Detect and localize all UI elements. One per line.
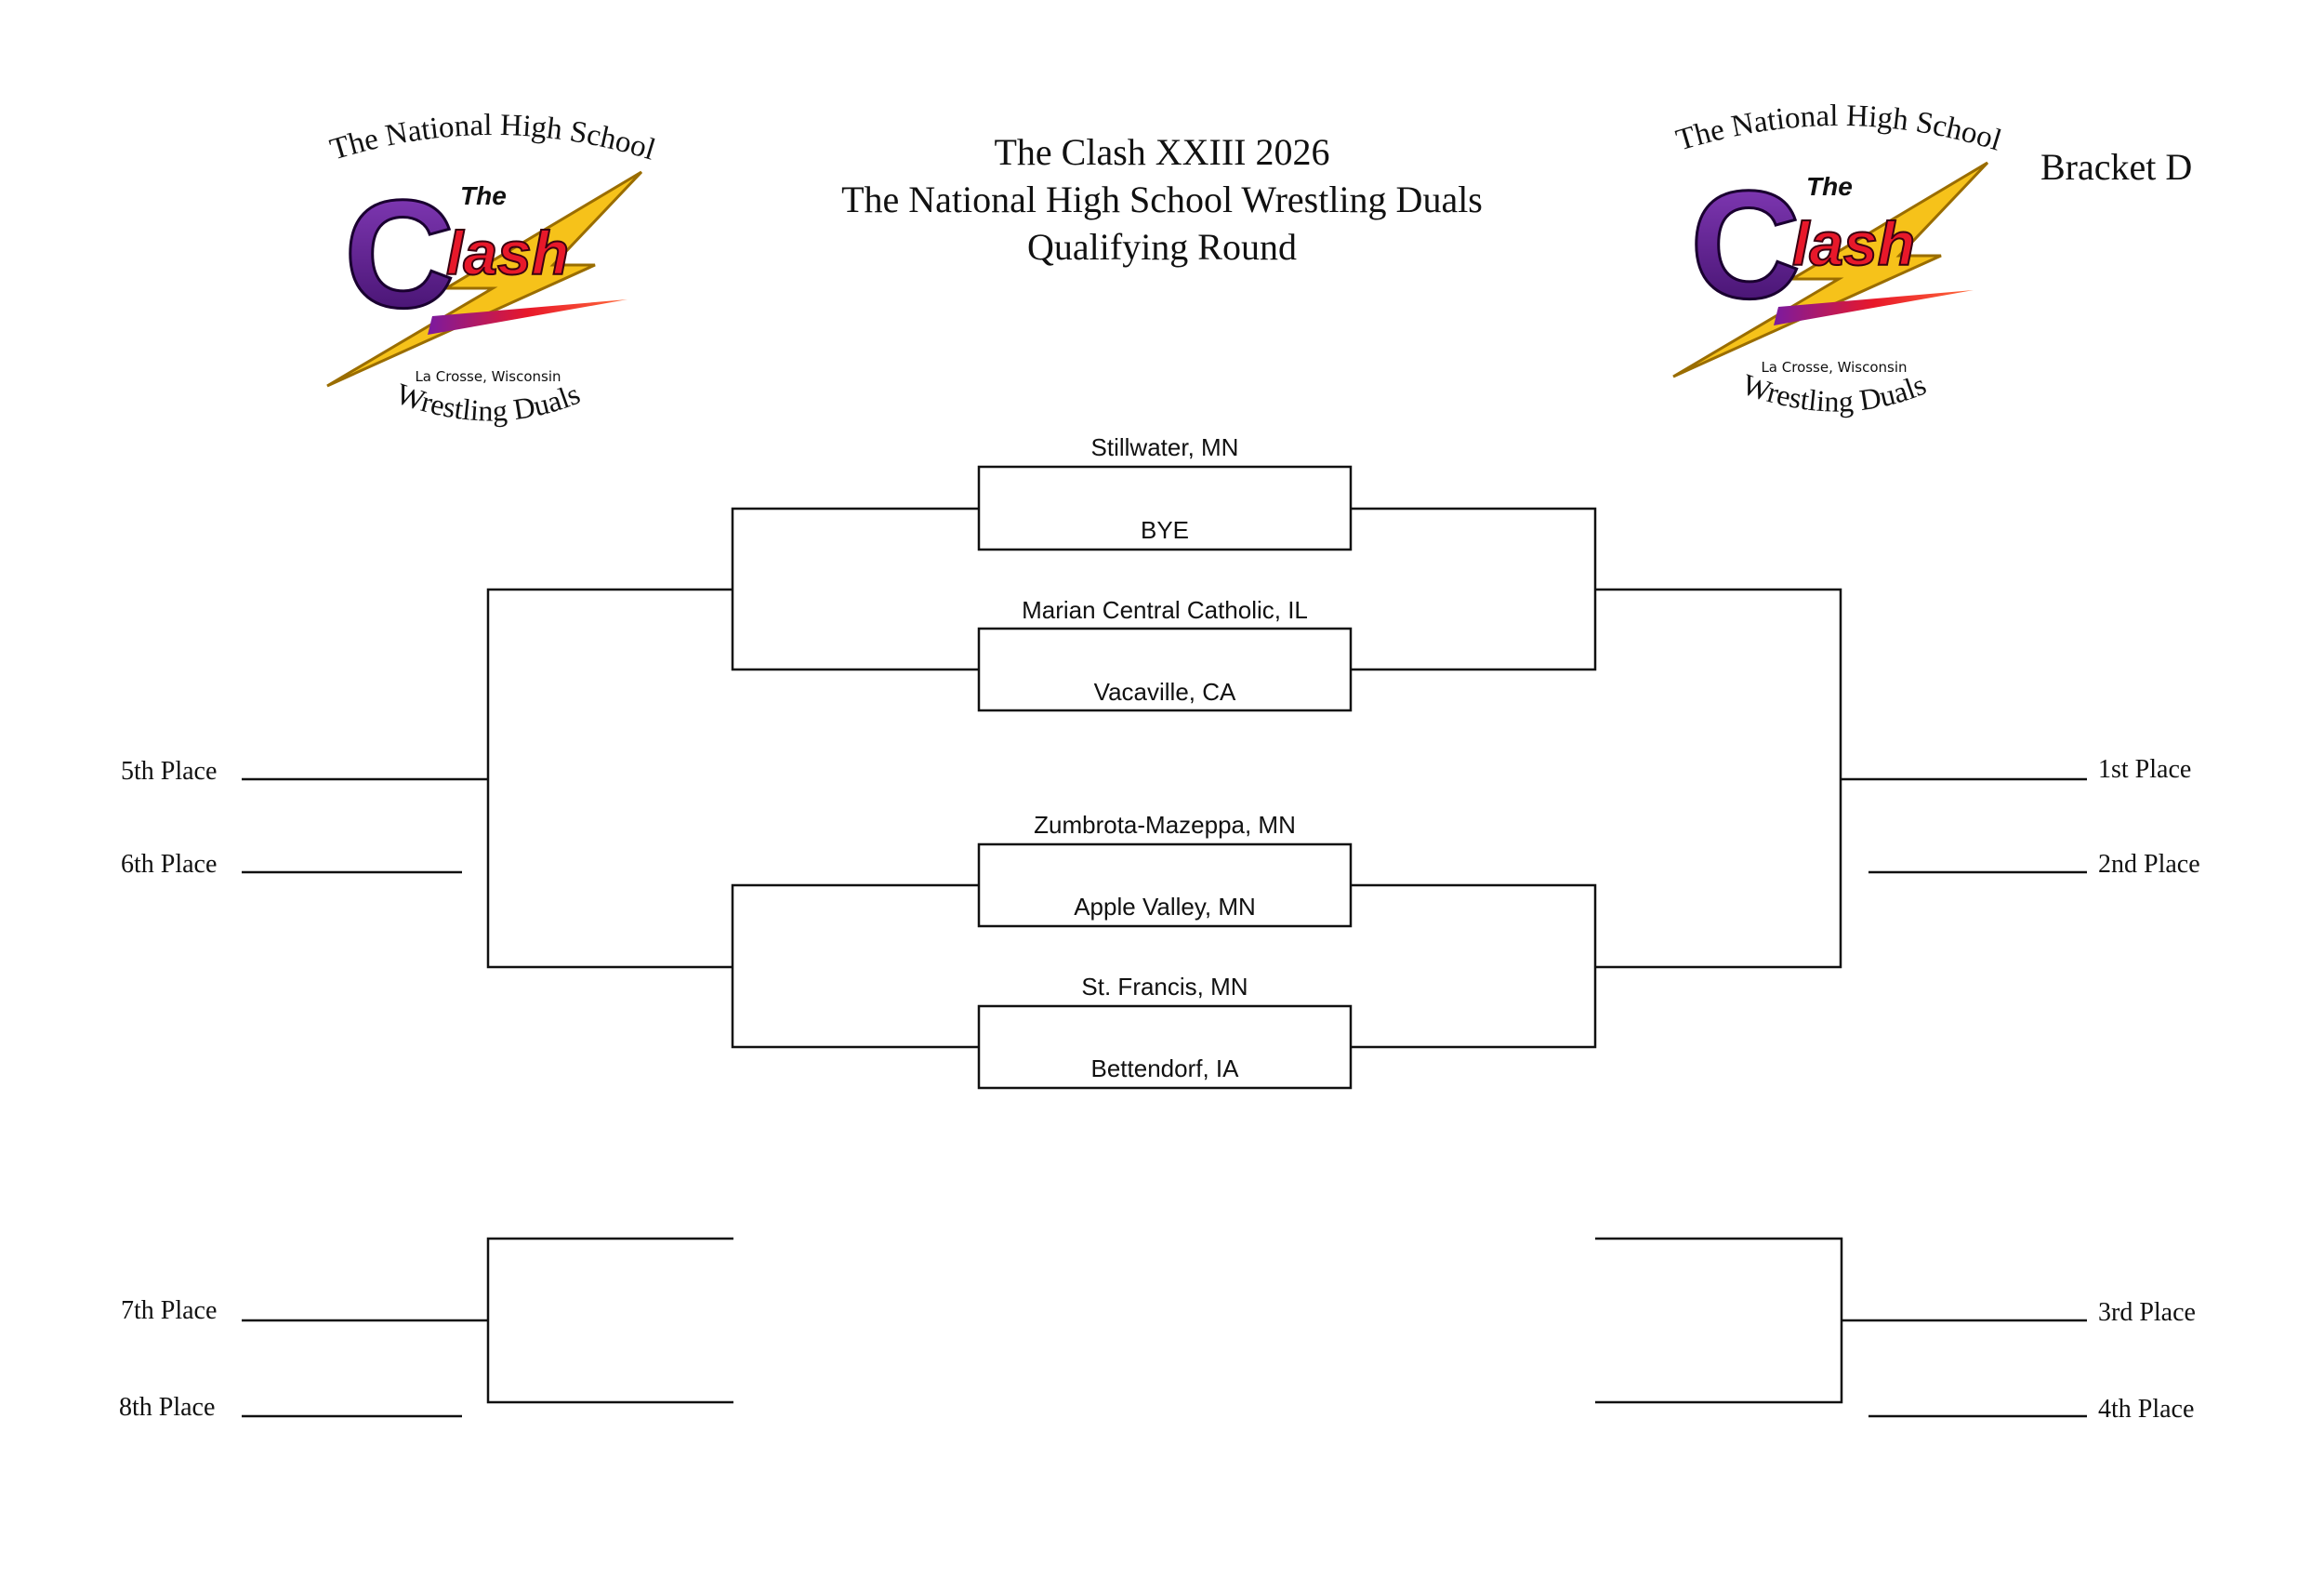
connector-7th-8th <box>486 1237 733 1404</box>
clash-logo-right: The National High School C The lash La C… <box>1672 99 2005 418</box>
place-label-4th: 4th Place <box>2098 1395 2195 1424</box>
logo-top-arc-text: The National High School <box>1672 99 2005 158</box>
logo-location: La Crosse, Wisconsin <box>1761 359 1907 376</box>
title-line-3: Qualifying Round <box>1027 226 1297 268</box>
place-label-3rd: 3rd Place <box>2098 1298 2196 1327</box>
logo-location: La Crosse, Wisconsin <box>415 368 561 385</box>
match-3-bottom-team: Apple Valley, MN <box>1074 893 1256 921</box>
connector-right-lower-outer <box>1595 779 1842 969</box>
logo-top-arc-text: The National High School <box>326 109 659 167</box>
lightning-bolt-icon <box>1672 161 1989 378</box>
place-label-2nd: 2nd Place <box>2098 850 2200 879</box>
connector-left-upper-outer <box>486 588 733 779</box>
place-label-1st: 1st Place <box>2098 755 2192 784</box>
clash-logo-left: The National High School C The lash La C… <box>326 109 659 428</box>
red-streak-icon <box>428 299 627 335</box>
match-2-bottom-team: Vacaville, CA <box>1093 678 1236 706</box>
svg-text:The National High School: The National High School <box>326 109 659 167</box>
logo-big-c: C <box>344 168 455 339</box>
title-line-1: The Clash XXIII 2026 <box>994 131 1330 173</box>
logo-the-text: The <box>460 181 507 210</box>
title-line-2: The National High School Wrestling Duals <box>841 179 1483 220</box>
bracket-label: Bracket D <box>2040 146 2193 188</box>
connector-right-upper-outer <box>1595 588 1842 779</box>
match-4-bottom-team: Bettendorf, IA <box>1090 1054 1239 1082</box>
connector-left-lower-outer <box>486 779 733 969</box>
match-4-top-team: St. Francis, MN <box>1081 973 1248 1001</box>
red-streak-icon <box>1774 290 1974 325</box>
logo-lash-text: lash <box>446 219 569 287</box>
match-2-top-team: Marian Central Catholic, IL <box>1022 596 1308 624</box>
svg-text:The National High School: The National High School <box>1672 99 2005 158</box>
logo-the-text: The <box>1806 172 1853 201</box>
match-1-top-team: Stillwater, MN <box>1090 433 1239 461</box>
place-label-8th: 8th Place <box>119 1393 216 1422</box>
place-label-7th: 7th Place <box>121 1296 218 1325</box>
match-3-top-team: Zumbrota-Mazeppa, MN <box>1034 811 1296 839</box>
place-label-6th: 6th Place <box>121 850 218 879</box>
place-label-5th: 5th Place <box>121 757 218 786</box>
match-1-bottom-team: BYE <box>1140 516 1190 544</box>
lightning-bolt-icon <box>326 170 643 388</box>
logo-big-c: C <box>1690 159 1801 330</box>
page-title: The Clash XXIII 2026 The National High S… <box>697 128 1627 271</box>
connector-3rd-4th <box>1595 1237 1843 1404</box>
logo-lash-text: lash <box>1792 209 1915 278</box>
